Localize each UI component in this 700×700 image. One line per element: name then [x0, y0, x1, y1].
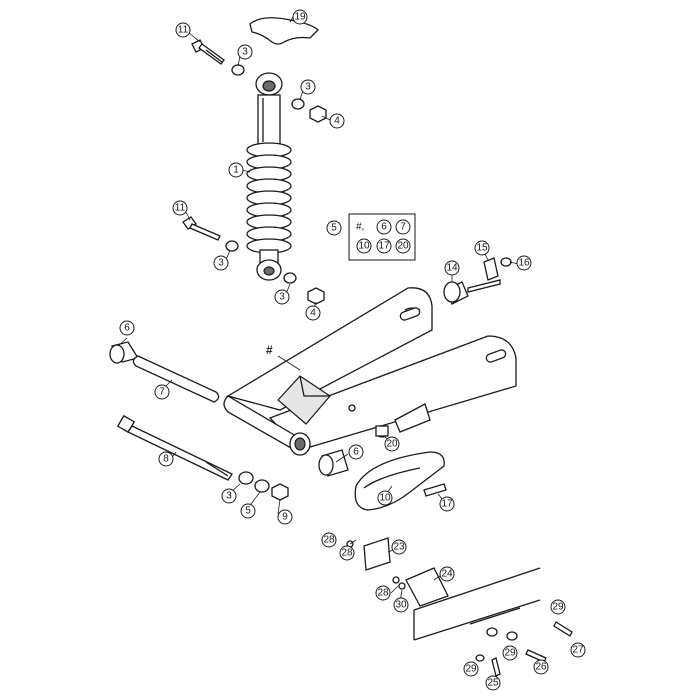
svg-text:19: 19: [294, 12, 306, 23]
shock-top-bolt: [191, 39, 225, 65]
shock-spring: [246, 142, 292, 254]
svg-text:8: 8: [163, 454, 169, 465]
callout-3-top-left: 3: [237, 44, 253, 60]
svg-text:28: 28: [323, 535, 335, 546]
svg-text:29: 29: [552, 602, 564, 613]
svg-text:28: 28: [341, 548, 353, 559]
callout-3-low-left: 3: [221, 488, 237, 504]
legend-item: 7: [400, 222, 406, 233]
shock-lower-bolt: [182, 216, 221, 241]
shock-absorber: [246, 72, 292, 281]
svg-text:5: 5: [331, 223, 337, 234]
svg-text:25: 25: [487, 678, 499, 689]
callout-4-mid: 4: [305, 305, 321, 321]
callout-29-left: 29: [463, 661, 479, 677]
callout-3-mid-right: 3: [274, 289, 290, 305]
svg-text:11: 11: [178, 25, 189, 36]
svg-text:6: 6: [353, 447, 359, 458]
svg-text:7: 7: [159, 387, 165, 398]
bushing-right: [318, 449, 349, 477]
callout-11-mid: 11: [172, 200, 188, 216]
svg-text:29: 29: [465, 664, 477, 675]
callout-8: 8: [158, 451, 174, 467]
callout-23: 23: [391, 539, 407, 555]
svg-text:3: 3: [305, 82, 311, 93]
chain-guide-roller: [443, 257, 512, 305]
callout-15: 15: [474, 240, 490, 256]
callout-29-mid: 29: [502, 645, 518, 661]
callout-28-mid: 28: [339, 545, 355, 561]
callout-3-mid-left: 3: [213, 255, 229, 271]
svg-text:3: 3: [226, 491, 232, 502]
svg-text:15: 15: [476, 243, 488, 254]
callout-28-top: 28: [321, 532, 337, 548]
svg-text:23: 23: [393, 542, 405, 553]
callout-29-right: 29: [550, 599, 566, 615]
callout-1: 1: [228, 162, 244, 178]
svg-text:29: 29: [504, 648, 516, 659]
swingarm: [223, 287, 517, 456]
svg-text:10: 10: [379, 493, 391, 504]
callout-26: 26: [533, 659, 549, 675]
svg-text:4: 4: [334, 116, 340, 127]
chain-slider: [354, 451, 445, 511]
svg-text:16: 16: [518, 258, 530, 269]
callout-25: 25: [485, 675, 501, 691]
svg-text:30: 30: [395, 600, 407, 611]
callout-4-top: 4: [329, 113, 345, 129]
callout-7: 7: [154, 384, 170, 400]
svg-text:6: 6: [124, 323, 130, 334]
callout-10: 10: [377, 490, 393, 506]
callouts: 1 3 3 3 3 4 4 5 6 6 7 8 3 5 9 10 11 11 1…: [119, 9, 586, 691]
callout-3-top-right: 3: [300, 79, 316, 95]
callout-20: 20: [384, 436, 400, 452]
svg-text:4: 4: [310, 308, 316, 319]
legend-item: 17: [378, 241, 390, 252]
callout-6-right: 6: [348, 444, 364, 460]
svg-text:27: 27: [572, 645, 584, 656]
callout-5: 5: [326, 220, 342, 236]
callout-27: 27: [570, 642, 586, 658]
legend-item: 6: [381, 222, 387, 233]
svg-text:28: 28: [377, 588, 389, 599]
pivot-bolt: [116, 414, 233, 481]
legend-item: 20: [397, 241, 409, 252]
callout-16: 16: [516, 255, 532, 271]
svg-text:17: 17: [441, 499, 453, 510]
svg-text:3: 3: [279, 292, 285, 303]
callout-5-low: 5: [240, 503, 256, 519]
legend-item: 10: [358, 241, 370, 252]
svg-text:20: 20: [386, 439, 398, 450]
swingarm-marker: #: [266, 343, 273, 357]
svg-text:5: 5: [245, 506, 251, 517]
callout-6-left: 6: [119, 320, 135, 336]
callout-14: 14: [444, 260, 460, 276]
svg-text:24: 24: [441, 569, 453, 580]
svg-text:1: 1: [233, 165, 239, 176]
leader-lines: [117, 16, 519, 603]
callout-24: 24: [439, 566, 455, 582]
bushing-left: [109, 341, 140, 364]
callout-28-low: 28: [375, 585, 391, 601]
svg-text:11: 11: [175, 203, 186, 214]
svg-text:26: 26: [535, 662, 547, 673]
kit-legend: #, 6 7 10 17 20: [348, 213, 416, 261]
svg-text:9: 9: [282, 512, 288, 523]
callout-19: 19: [292, 9, 308, 25]
svg-text:3: 3: [242, 47, 248, 58]
callout-17: 17: [439, 496, 455, 512]
svg-text:14: 14: [446, 263, 458, 274]
callout-30: 30: [393, 597, 409, 613]
callout-9: 9: [277, 509, 293, 525]
callout-11-top: 11: [175, 22, 191, 38]
legend-hash: #,: [356, 222, 364, 233]
svg-text:3: 3: [218, 258, 224, 269]
lower-bracket-assembly: [346, 537, 573, 677]
